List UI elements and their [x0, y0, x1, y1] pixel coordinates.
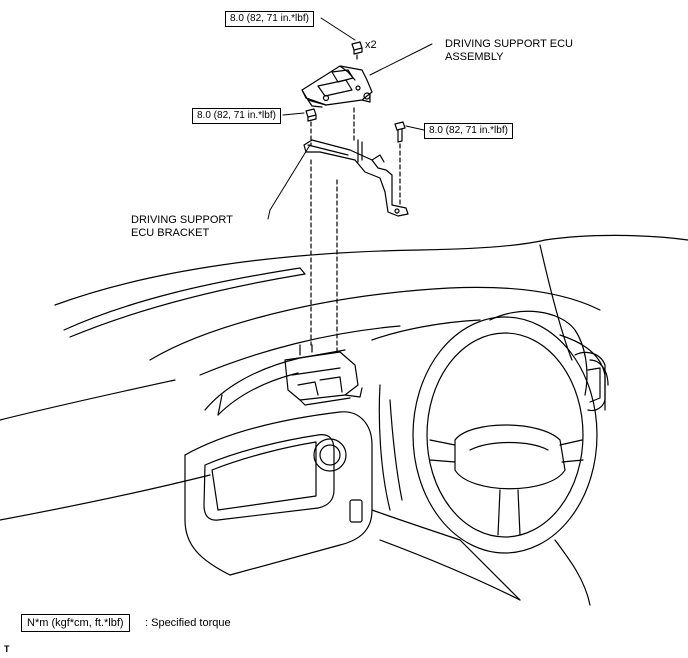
legend-torque-symbol: N*m (kgf*cm, ft.*lbf): [21, 614, 130, 632]
ecu-bracket: [303, 139, 409, 217]
steering-wheel: [412, 316, 598, 554]
torque-callout-right: 8.0 (82, 71 in.*lbf): [424, 123, 513, 139]
leader-lines: [267, 17, 433, 220]
ecu-bracket-label-line1: DRIVING SUPPORT: [131, 214, 233, 226]
ecu-bracket-label: DRIVING SUPPORT ECU BRACKET: [131, 214, 233, 240]
dashboard-outline: [0, 234, 688, 606]
bolt-right-icon: [394, 121, 406, 143]
ecu-assembly-label-line1: DRIVING SUPPORT ECU: [445, 38, 573, 50]
nut-left-icon: [305, 108, 317, 122]
ecu-assembly: [301, 65, 373, 108]
legend-description: : Specified torque: [145, 617, 231, 629]
torque-callout-left: 8.0 (82, 71 in.*lbf): [192, 108, 281, 124]
alignment-lines: [310, 54, 401, 353]
ecu-bracket-label-line2: ECU BRACKET: [131, 227, 210, 239]
corner-mark: T: [4, 644, 10, 654]
ecu-installed: [284, 344, 363, 406]
ecu-assembly-label-line2: ASSEMBLY: [445, 51, 504, 63]
quantity-label: x2: [365, 39, 377, 51]
torque-callout-top: 8.0 (82, 71 in.*lbf): [225, 11, 314, 27]
ecu-assembly-label: DRIVING SUPPORT ECU ASSEMBLY: [445, 38, 573, 64]
nut-top-icon: [351, 41, 363, 55]
